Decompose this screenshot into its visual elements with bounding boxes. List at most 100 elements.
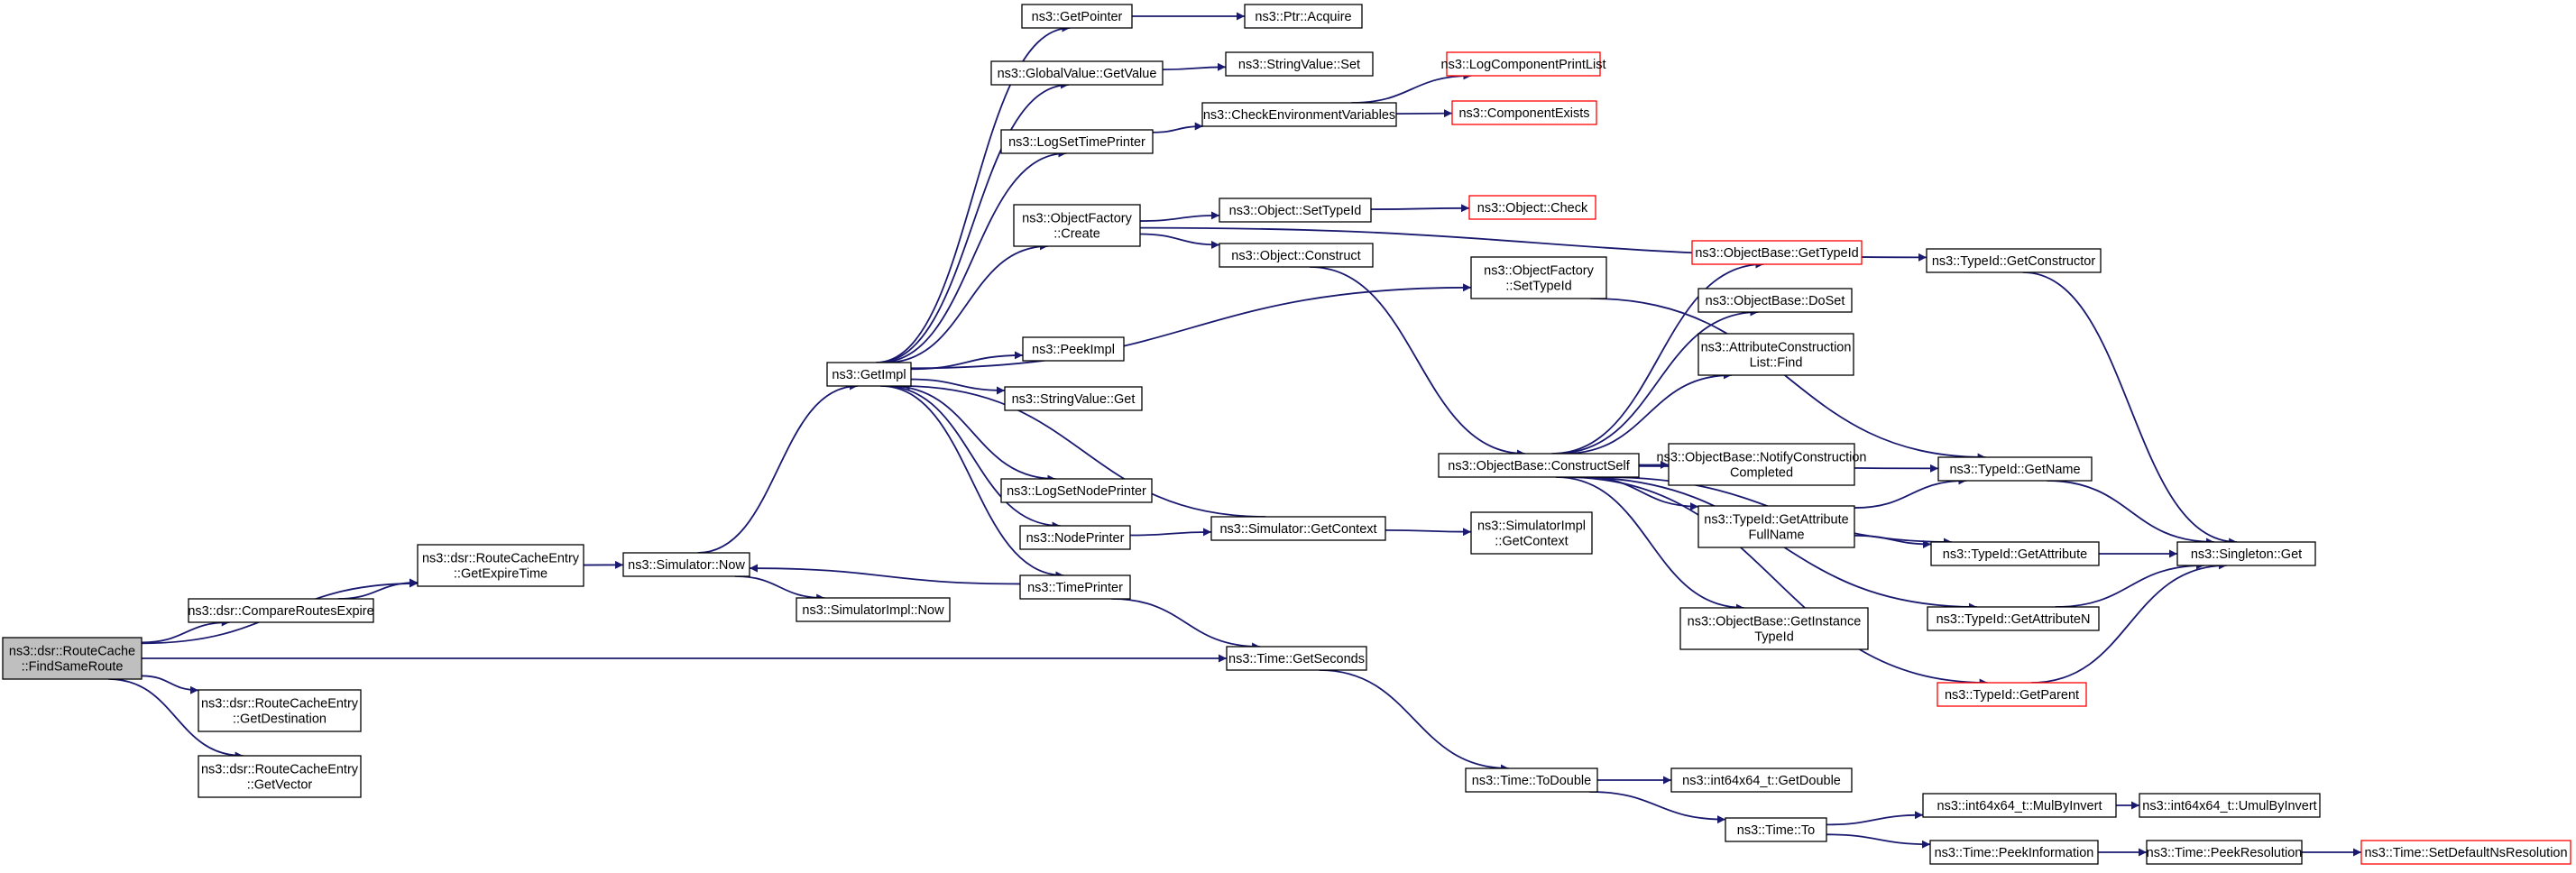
node-ns3-object-check[interactable]: ns3::Object::Check: [1468, 195, 1596, 220]
node-box[interactable]: [1226, 646, 1367, 671]
node-box[interactable]: [417, 544, 584, 587]
node-ns3-time-getseconds[interactable]: ns3::Time::GetSeconds: [1226, 646, 1367, 671]
node-ns3-dsr-routecacheentry-getvector[interactable]: ns3::dsr::RouteCacheEntry::GetVector: [198, 755, 362, 798]
node-ns3-peekimpl[interactable]: ns3::PeekImpl: [1022, 336, 1125, 362]
node-box[interactable]: [1019, 525, 1131, 550]
node-box[interactable]: [1438, 453, 1640, 478]
node-box[interactable]: [1451, 100, 1597, 125]
node-ns3-time-peekinformation[interactable]: ns3::Time::PeekInformation: [1929, 840, 2099, 865]
node-box[interactable]: [1219, 198, 1372, 223]
node-box[interactable]: [1468, 195, 1596, 220]
node-ns3-typeid-getname[interactable]: ns3::TypeId::GetName: [1937, 456, 2093, 482]
node-box[interactable]: [1937, 682, 2087, 707]
node-ns3-getimpl[interactable]: ns3::GetImpl: [826, 362, 912, 387]
node-box[interactable]: [1465, 767, 1598, 793]
node-box[interactable]: [1004, 386, 1143, 411]
node-ns3-nodeprinter[interactable]: ns3::NodePrinter: [1019, 525, 1131, 550]
node-ns3-objectfactory-create[interactable]: ns3::ObjectFactory::Create: [1013, 204, 1141, 247]
node-ns3-simulatorimpl-now[interactable]: ns3::SimulatorImpl::Now: [796, 597, 951, 622]
node-box[interactable]: [1000, 129, 1154, 154]
node-box[interactable]: [1670, 767, 1853, 793]
node-ns3-logsettimeprinter[interactable]: ns3::LogSetTimePrinter: [1000, 129, 1154, 154]
node-box[interactable]: [198, 755, 362, 798]
node-box[interactable]: [1697, 333, 1854, 376]
node-ns3-objectbase-gettypeid[interactable]: ns3::ObjectBase::GetTypeId: [1691, 240, 1863, 265]
node-box[interactable]: [1470, 511, 1593, 555]
node-box[interactable]: [1691, 240, 1863, 265]
node-box[interactable]: [1210, 516, 1386, 541]
node-ns3-objectbase-constructself[interactable]: ns3::ObjectBase::ConstructSelf: [1438, 453, 1640, 478]
node-box[interactable]: [1668, 443, 1855, 486]
node-box[interactable]: [1019, 574, 1131, 600]
node-box[interactable]: [1201, 102, 1397, 127]
node-box[interactable]: [1219, 243, 1374, 268]
node-ns3-int64x64-t-mulbyinvert[interactable]: ns3::int64x64_t::MulByInvert: [1922, 793, 2117, 818]
node-ns3-globalvalue-getvalue[interactable]: ns3::GlobalValue::GetValue: [990, 60, 1164, 86]
node-box[interactable]: [198, 689, 362, 732]
node-ns3-objectfactory-settypeid[interactable]: ns3::ObjectFactory::SetTypeId: [1470, 256, 1607, 299]
node-ns3-time-setdefaultnsresolution[interactable]: ns3::Time::SetDefaultNsResolution: [2360, 840, 2571, 865]
node-ns3-stringvalue-get[interactable]: ns3::StringValue::Get: [1004, 386, 1143, 411]
node-box[interactable]: [1922, 793, 2117, 818]
node-box[interactable]: [1244, 4, 1363, 29]
node-box[interactable]: [990, 60, 1164, 86]
node-box[interactable]: [1013, 204, 1141, 247]
node-box[interactable]: [1929, 840, 2099, 865]
node-box[interactable]: [1679, 607, 1869, 650]
node-box[interactable]: [1022, 336, 1125, 362]
node-ns3-dsr-compareroutesexpire[interactable]: ns3::dsr::CompareRoutesExpire: [188, 598, 374, 623]
node-box[interactable]: [1446, 51, 1601, 77]
node-ns3-dsr-routecacheentry-getexpiretime[interactable]: ns3::dsr::RouteCacheEntry::GetExpireTime: [417, 544, 584, 587]
node-ns3-time-to[interactable]: ns3::Time::To: [1725, 817, 1827, 842]
node-box[interactable]: [1470, 256, 1607, 299]
node-ns3-typeid-getattributen[interactable]: ns3::TypeId::GetAttributeN: [1927, 606, 2100, 631]
node-box[interactable]: [1927, 606, 2100, 631]
node-box[interactable]: [1000, 478, 1153, 503]
node-ns3-simulator-getcontext[interactable]: ns3::Simulator::GetContext: [1210, 516, 1386, 541]
node-box[interactable]: [796, 597, 951, 622]
node-box[interactable]: [2, 637, 143, 680]
node-ns3-time-todouble[interactable]: ns3::Time::ToDouble: [1465, 767, 1598, 793]
node-ns3-int64x64-t-getdouble[interactable]: ns3::int64x64_t::GetDouble: [1670, 767, 1853, 793]
node-ns3-logsetnodeprinter[interactable]: ns3::LogSetNodePrinter: [1000, 478, 1153, 503]
node-ns3-time-peekresolution[interactable]: ns3::Time::PeekResolution: [2146, 840, 2303, 865]
node-box[interactable]: [1021, 4, 1133, 29]
node-ns3-typeid-getparent[interactable]: ns3::TypeId::GetParent: [1937, 682, 2087, 707]
node-box[interactable]: [1930, 541, 2100, 566]
node-ns3-objectbase-doset[interactable]: ns3::ObjectBase::DoSet: [1697, 288, 1853, 313]
node-box[interactable]: [1697, 288, 1853, 313]
node-ns3-simulator-now[interactable]: ns3::Simulator::Now: [622, 552, 750, 577]
node-ns3-timeprinter[interactable]: ns3::TimePrinter: [1019, 574, 1131, 600]
node-ns3-typeid-getconstructor[interactable]: ns3::TypeId::GetConstructor: [1926, 248, 2102, 273]
node-box[interactable]: [1225, 51, 1374, 77]
node-ns3-singleton-get[interactable]: ns3::Singleton::Get: [2176, 541, 2316, 566]
node-ns3-stringvalue-set[interactable]: ns3::StringValue::Set: [1225, 51, 1374, 77]
node-ns3-logcomponentprintlist[interactable]: ns3::LogComponentPrintList: [1441, 51, 1606, 77]
node-ns3-simulatorimpl-getcontext[interactable]: ns3::SimulatorImpl::GetContext: [1470, 511, 1593, 555]
node-ns3-object-construct[interactable]: ns3::Object::Construct: [1219, 243, 1374, 268]
node-ns3-objectbase-notifyconstructioncompleted[interactable]: ns3::ObjectBase::NotifyConstructionCompl…: [1657, 443, 1867, 486]
node-box[interactable]: [2139, 793, 2321, 818]
node-box[interactable]: [1697, 505, 1855, 548]
node-box[interactable]: [2146, 840, 2303, 865]
node-ns3-dsr-routecache-findsameroute[interactable]: ns3::dsr::RouteCache::FindSameRoute: [2, 637, 143, 680]
node-ns3-ptr-acquire[interactable]: ns3::Ptr::Acquire: [1244, 4, 1363, 29]
node-ns3-componentexists[interactable]: ns3::ComponentExists: [1451, 100, 1597, 125]
node-box[interactable]: [1937, 456, 2093, 482]
node-box[interactable]: [826, 362, 912, 387]
node-box[interactable]: [1725, 817, 1827, 842]
node-ns3-dsr-routecacheentry-getdestination[interactable]: ns3::dsr::RouteCacheEntry::GetDestinatio…: [198, 689, 362, 732]
node-ns3-checkenvironmentvariables[interactable]: ns3::CheckEnvironmentVariables: [1201, 102, 1397, 127]
node-box[interactable]: [622, 552, 750, 577]
node-ns3-object-settypeid[interactable]: ns3::Object::SetTypeId: [1219, 198, 1372, 223]
node-box[interactable]: [2360, 840, 2571, 865]
node-box[interactable]: [188, 598, 374, 623]
node-ns3-int64x64-t-umulbyinvert[interactable]: ns3::int64x64_t::UmulByInvert: [2139, 793, 2321, 818]
node-box[interactable]: [2176, 541, 2316, 566]
node-ns3-typeid-getattribute[interactable]: ns3::TypeId::GetAttribute: [1930, 541, 2100, 566]
node-box[interactable]: [1926, 248, 2102, 273]
node-ns3-getpointer[interactable]: ns3::GetPointer: [1021, 4, 1133, 29]
